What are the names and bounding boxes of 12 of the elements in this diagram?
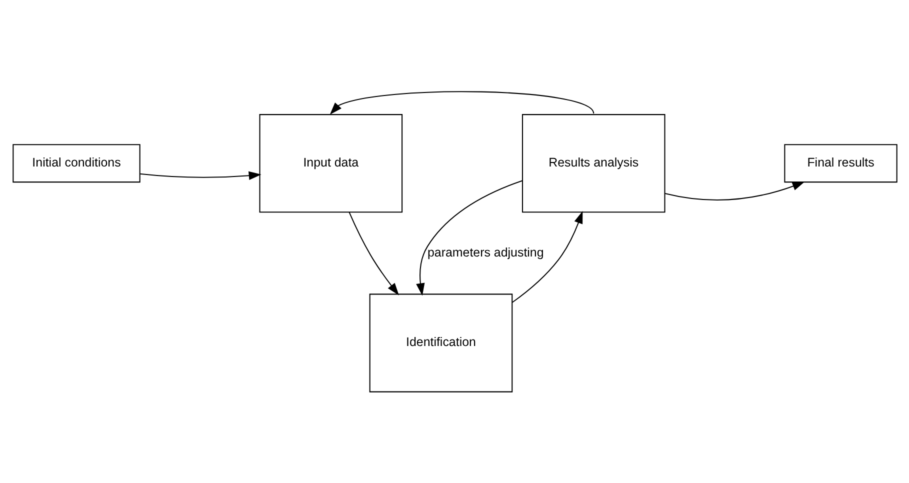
- node-box: Input data: [258, 114, 402, 213]
- arrow: [512, 211, 582, 303]
- arrow: [140, 171, 261, 180]
- arrow: [416, 180, 522, 296]
- arrow: [329, 91, 594, 115]
- arrow: [348, 212, 398, 296]
- arrow: [664, 182, 804, 200]
- node-box: Initial conditions: [12, 144, 140, 183]
- node-box: Final results: [784, 144, 897, 183]
- node-box: Identification: [368, 294, 512, 392]
- node-box: Results analysis: [521, 114, 665, 213]
- edge-label: parameters adjusting: [426, 245, 544, 260]
